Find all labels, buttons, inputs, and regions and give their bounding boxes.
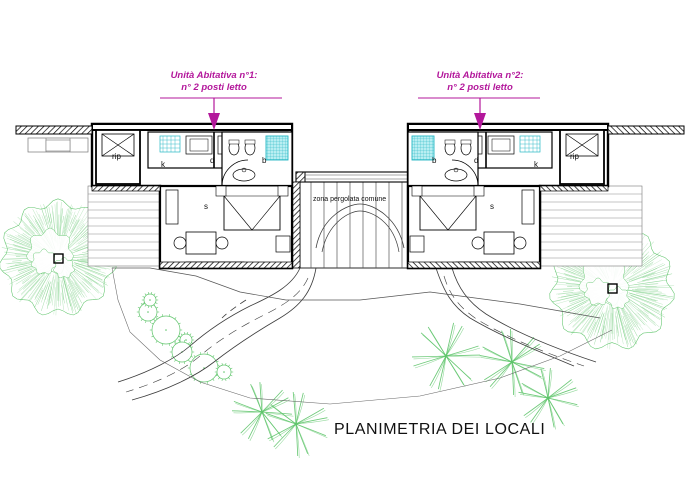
pergola-label: zona pergolata comune bbox=[313, 196, 387, 203]
room-label-unit1-k: k bbox=[161, 160, 165, 169]
room-label-unit1-rip: rip bbox=[112, 152, 121, 161]
room-label-unit2-rip: rip bbox=[570, 152, 579, 161]
unit-1-annotation-line1: Unità Abitativa n°1: bbox=[170, 70, 258, 81]
tree-icon bbox=[0, 198, 117, 316]
unit-2-structure bbox=[406, 122, 685, 270]
leader-unit-2 bbox=[418, 97, 540, 130]
shared-pergola-area bbox=[291, 171, 427, 269]
room-label-unit1-b: b bbox=[262, 156, 267, 165]
room-label-unit2-b: b bbox=[432, 156, 437, 165]
page-title: PLANIMETRIA DEI LOCALI bbox=[334, 421, 546, 438]
unit-2-annotation-line1: Unità Abitativa n°2: bbox=[436, 70, 524, 81]
room-label-unit1-s: s bbox=[204, 202, 208, 211]
palm-icon bbox=[231, 322, 579, 459]
down-arrow-icon bbox=[208, 113, 220, 130]
unit-2-annotation: Unità Abitativa n°2: n° 2 posti letto bbox=[414, 70, 546, 94]
annotation-leaders bbox=[160, 97, 540, 130]
unit-1-annotation-line2: n° 2 posti letto bbox=[181, 82, 247, 93]
building-walls bbox=[15, 122, 685, 270]
unit-1-structure bbox=[15, 122, 294, 270]
room-label-unit1-d: d bbox=[210, 156, 215, 165]
down-arrow-icon bbox=[474, 113, 486, 130]
leader-unit-1 bbox=[160, 97, 282, 130]
room-label-unit2-k: k bbox=[534, 160, 538, 169]
unit-1-annotation: Unità Abitativa n°1: n° 2 posti letto bbox=[148, 70, 280, 94]
room-label-unit2-d: d bbox=[474, 156, 479, 165]
room-label-unit2-s: s bbox=[490, 202, 494, 211]
garden-paths bbox=[111, 267, 613, 405]
unit-2-annotation-line2: n° 2 posti letto bbox=[447, 82, 513, 93]
shrub-icon bbox=[136, 291, 234, 384]
